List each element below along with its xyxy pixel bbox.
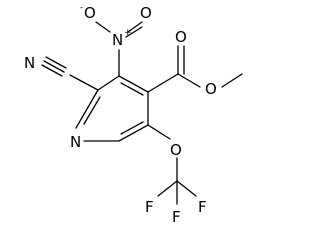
ring-bond-c3-c4-inner — [120, 82, 144, 96]
ring-bond-c2-c3 — [97, 75, 120, 91]
cf3-bond-left — [157, 180, 178, 197]
ether-bond-c5-o — [147, 124, 171, 140]
ring-bond-c5-c6 — [118, 124, 149, 142]
ester-bond-o-ch3 — [221, 73, 243, 88]
ring-bond-c5-c6-inner — [120, 121, 144, 135]
nitro-oxygen-right-label: O — [140, 4, 152, 22]
fluorine-right-label: F — [198, 198, 207, 216]
ring-nitrogen-label: N — [70, 133, 81, 151]
ether-oxygen-label: O — [170, 141, 182, 159]
nitro-bond-n-o-left — [95, 21, 111, 33]
fluorine-left-label: F — [145, 198, 154, 216]
ester-oxygen-label: O — [205, 80, 217, 98]
ester-bond-c4-c — [147, 73, 179, 93]
cyano-nitrogen-label: N — [24, 54, 35, 72]
ring-bond-n-c2-inner — [83, 96, 101, 125]
nitro-nitrogen-label: N — [112, 31, 123, 49]
ring-bond-c3-c4 — [118, 75, 149, 93]
nitro-bond-n-o-right — [127, 21, 143, 33]
nitro-oxygen-left-label: O — [84, 4, 96, 22]
chemical-structure-diagram: N N N + O - O O O O F F F — [24, 3, 243, 226]
ester-bond-c-o — [177, 73, 201, 88]
cyano-bond-triple-2 — [45, 56, 67, 69]
cf3-bond-right — [176, 180, 197, 197]
cyano-bond-single — [69, 74, 99, 91]
fluorine-bottom-label: F — [172, 208, 181, 226]
nitro-oxygen-left-charge: - — [80, 3, 83, 13]
nitro-bond-n-o-right-double — [125, 26, 143, 38]
cyano-bond-triple-3 — [41, 64, 63, 77]
ring-bond-n-c2 — [75, 89, 99, 129]
carbonyl-oxygen-label: O — [175, 28, 187, 46]
cyano-bond-triple-1 — [43, 60, 65, 73]
nitro-nitrogen-charge: + — [124, 28, 132, 38]
